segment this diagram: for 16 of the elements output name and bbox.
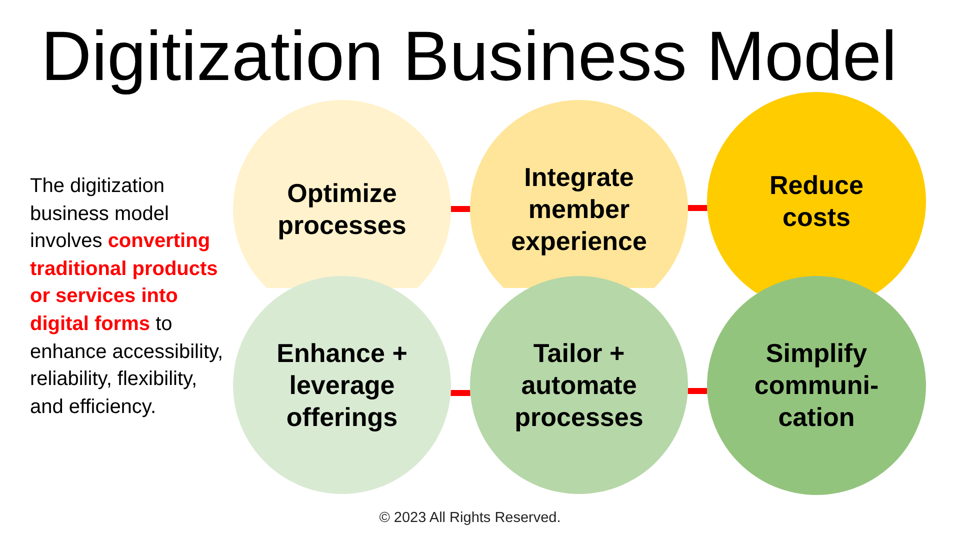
connector-line [688, 388, 708, 394]
connector-line [451, 206, 470, 212]
copyright-text: © 2023 All Rights Reserved. [379, 509, 561, 527]
circle-label: Reduce costs [768, 169, 864, 233]
circle-label: Optimize processes [276, 177, 408, 241]
connector-line [450, 390, 470, 396]
circle-node [233, 276, 451, 494]
circle-label: Integrate member experience [510, 161, 648, 257]
circle-node [470, 276, 688, 494]
circle-label: Enhance + leverage offerings [276, 337, 408, 433]
circle-node [707, 276, 926, 494]
circle-label: Simplify communi- cation [753, 337, 880, 433]
description-text: The digitization business model involves converting traditional products or services into digital forms to enhance accessibility, reliability, flexibility, and efficiency. [30, 174, 224, 420]
diagram-title: Digitization Business Model [41, 16, 897, 97]
connector-line [688, 205, 708, 211]
circle-label: Tailor + automate processes [514, 337, 644, 433]
